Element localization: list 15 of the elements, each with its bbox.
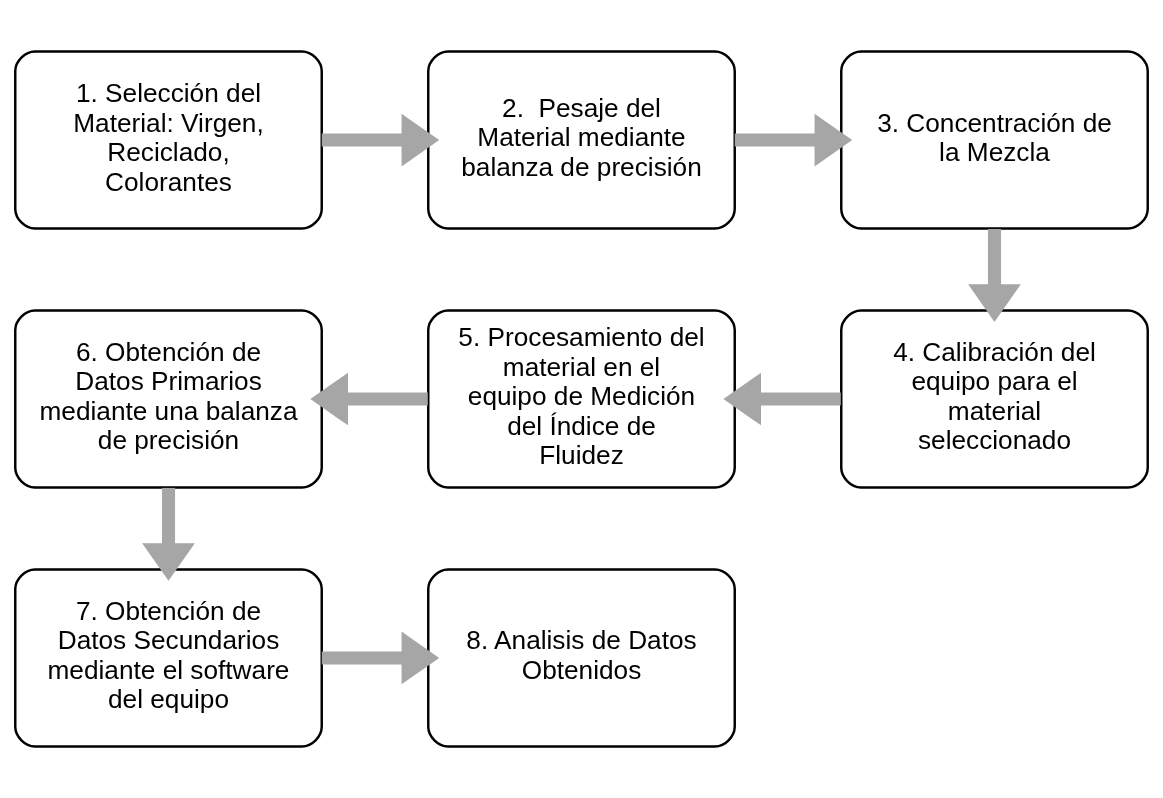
node-box: 1. Selección del Material: Virgen, Reciclado, Colorantes bbox=[14, 50, 323, 230]
node-box: 5. Procesamiento del material en el equipo de Medición del Índice de Fluidez bbox=[427, 309, 736, 489]
node-box: 3. Concentración de la Mezcla bbox=[840, 50, 1149, 230]
node-box: 8. Analisis de Datos Obtenidos bbox=[427, 568, 736, 748]
arrow bbox=[723, 372, 841, 426]
node-box: 7. Obtención de Datos Secundarios mediante el software del equipo bbox=[14, 568, 323, 748]
arrow bbox=[142, 487, 195, 581]
arrow bbox=[310, 372, 428, 426]
arrow bbox=[321, 631, 440, 685]
node-box: 2. Pesaje del Material mediante balanza de precisión bbox=[427, 50, 736, 230]
node-box: 6. Obtención de Datos Primarios mediante una balanza de precisión bbox=[14, 309, 323, 489]
arrow bbox=[321, 113, 440, 167]
node-box: 4. Calibración del equipo para el material seleccionado bbox=[840, 309, 1149, 489]
arrow bbox=[968, 228, 1021, 322]
arrow bbox=[734, 113, 853, 167]
